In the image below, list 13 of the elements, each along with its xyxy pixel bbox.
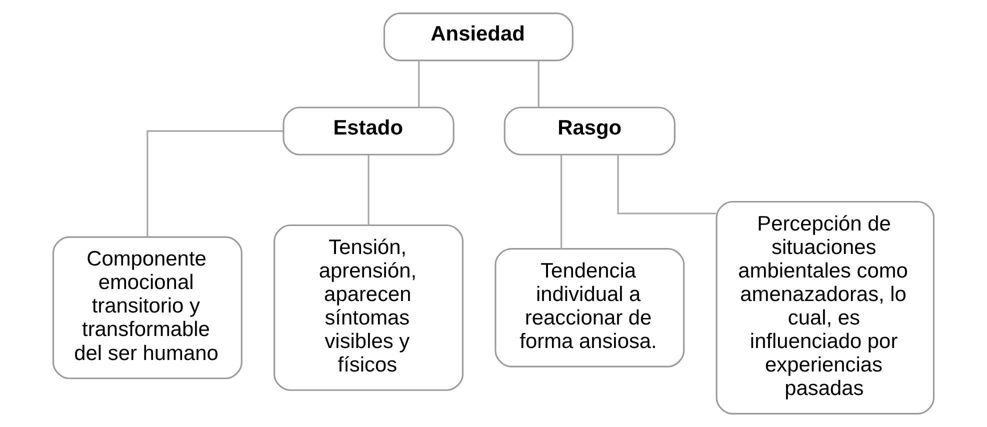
connector — [538, 60, 540, 107]
node-box: Tendencia individual a reaccionar de forma ansiosa. — [494, 248, 685, 368]
node-box: Tensión, aprensión, aparecen síntomas visibles y físicos — [274, 224, 464, 391]
node-box: Estado — [282, 106, 454, 156]
connector — [418, 60, 420, 107]
node-box: Componente emocional transitorio y transformable del ser humano — [52, 236, 242, 380]
node-box: Rasgo — [504, 106, 676, 156]
connector — [368, 154, 370, 226]
connector — [560, 154, 562, 249]
node-box: Percepción de situaciones ambientales como amenazadoras, lo cual, es influenciado por experiencias pasadas — [716, 200, 935, 414]
connector — [146, 130, 284, 237]
node-box: Ansiedad — [383, 12, 574, 62]
connector — [617, 154, 716, 214]
